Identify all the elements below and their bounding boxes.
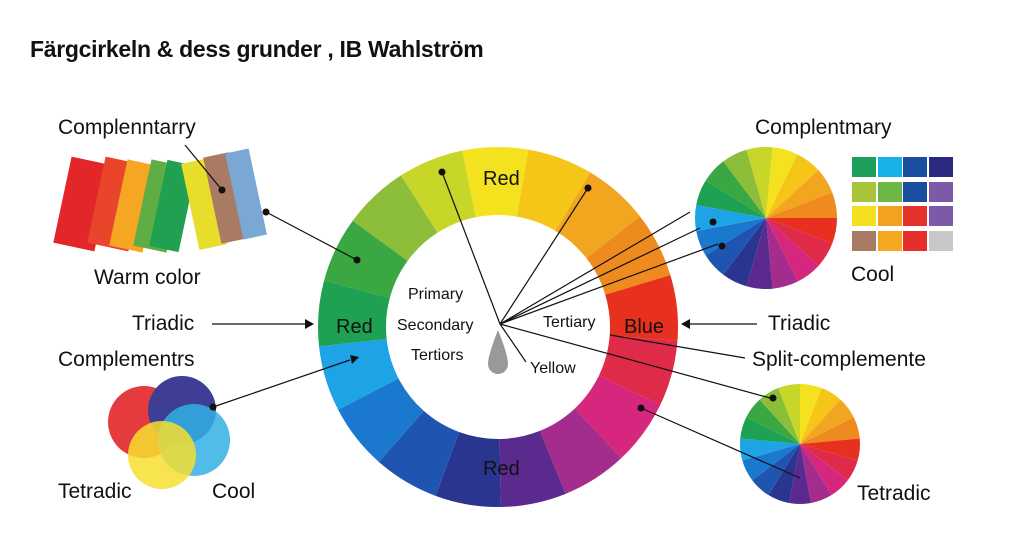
color-swatch <box>852 230 876 251</box>
wheel-segment <box>740 417 800 444</box>
wheel-segment <box>740 438 800 461</box>
wheel-segment <box>516 149 591 231</box>
wheel-segment <box>752 444 800 496</box>
drop-icon <box>488 330 508 374</box>
warm-color-swatches <box>53 148 267 253</box>
inner-primary: Primary <box>408 286 464 303</box>
inner-tertiary: Tertiary <box>543 314 596 331</box>
color-swatch <box>903 181 927 202</box>
wheel-segment <box>788 444 812 505</box>
label-triadic-right: Triadic <box>768 312 831 335</box>
wheel-segment <box>605 275 678 341</box>
wheel-segment <box>800 399 854 444</box>
wheel-segment <box>599 335 678 405</box>
wheel-segment <box>317 280 390 347</box>
wheel-segment <box>462 147 529 218</box>
wheel-segment <box>746 399 800 444</box>
wheel-segment <box>800 444 832 503</box>
wheel-segment <box>378 410 460 496</box>
color-swatch <box>903 230 927 251</box>
wheel-segment <box>800 388 841 444</box>
color-swatch <box>877 157 902 177</box>
color-swatch <box>928 230 953 251</box>
label-complementrs: Complementrs <box>58 348 195 371</box>
tetradic-pie <box>740 384 861 505</box>
color-swatch <box>928 157 953 177</box>
wheel-segment <box>778 384 800 444</box>
wheel-segment <box>338 378 424 462</box>
wheel-segment <box>800 438 861 461</box>
inner-yellow: Yellow <box>530 360 576 377</box>
wheel-segment <box>766 170 833 218</box>
color-swatch <box>852 157 876 177</box>
wheel-segment <box>766 218 833 266</box>
color-swatch <box>928 206 953 226</box>
label-cool-left: Cool <box>212 480 256 503</box>
wheel-segment <box>746 146 773 218</box>
color-swatch <box>903 157 927 177</box>
label-warm-color: Warm color <box>94 266 201 289</box>
wheel-segment <box>742 444 800 481</box>
wheel-segment <box>705 218 766 275</box>
wheel-segment <box>723 218 766 287</box>
wheel-segment <box>540 408 622 494</box>
wheel-segment <box>435 432 501 507</box>
wheel-segment <box>319 339 399 410</box>
inner-tertiors: Tertiors <box>411 347 464 364</box>
label-cool-right: Cool <box>851 263 895 286</box>
wheel-segment <box>759 388 800 444</box>
color-swatch <box>852 181 876 202</box>
page-title: Färgcirkeln & dess grunder , IB Wahlströ… <box>30 36 484 62</box>
complementary-circles <box>108 376 230 489</box>
wheel-segment <box>766 154 819 218</box>
wheel-segment <box>324 220 408 298</box>
wheel-segment <box>574 375 661 459</box>
color-swatch <box>877 181 902 202</box>
label-tetradic-right: Tetradic <box>857 482 931 505</box>
color-swatch <box>877 230 902 251</box>
label-split-complementary: Split-complemente <box>752 348 926 371</box>
wheel-segment <box>800 384 822 444</box>
wheel-label-top: Red <box>483 168 520 190</box>
wheel-segment <box>705 161 766 218</box>
wheel-label-left: Red <box>336 316 373 338</box>
wheel-segment <box>766 147 798 218</box>
label-complementary-right: Complentmary <box>755 116 892 139</box>
wheel-segment <box>766 192 837 218</box>
color-swatch <box>903 206 927 226</box>
wheel-segment <box>800 444 848 496</box>
complementary-pie <box>695 146 837 289</box>
inner-secondary: Secondary <box>397 317 474 334</box>
label-triadic-left: Triadic <box>132 312 195 335</box>
wheel-segment <box>696 180 766 218</box>
label-tetradic-left: Tetradic <box>58 480 132 503</box>
wheel-segment <box>766 218 837 244</box>
color-swatch <box>928 181 953 202</box>
connector-lines <box>184 144 801 479</box>
wheel-segment <box>723 149 766 218</box>
wheel-label-right: Blue <box>624 316 665 338</box>
connector-dots <box>209 168 777 412</box>
wheel-label-bottom: Red <box>483 458 520 480</box>
wheel-segment <box>800 417 860 444</box>
wheel-segment <box>766 218 819 282</box>
wheel-segment <box>499 430 566 507</box>
wheel-segment <box>746 218 773 289</box>
wheel-segment <box>768 444 800 503</box>
wheel-segment <box>766 218 798 289</box>
wheel-segment <box>352 175 438 261</box>
wheel-segment <box>555 172 640 259</box>
color-swatch <box>877 206 902 226</box>
color-swatch <box>852 206 876 226</box>
color-wheel <box>317 147 678 507</box>
wheel-segment <box>800 444 858 481</box>
label-complementary-left: Complenntarry <box>58 116 196 139</box>
